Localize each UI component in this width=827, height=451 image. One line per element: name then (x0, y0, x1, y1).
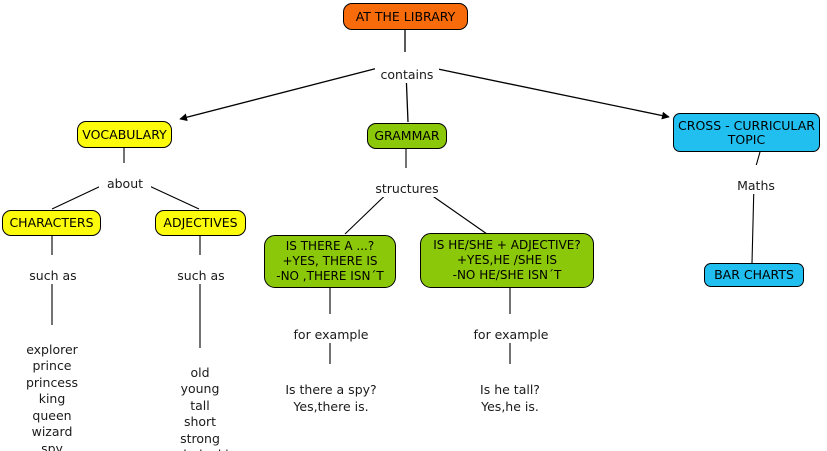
node-cross-curricular-topic-label: CROSS - CURRICULAR TOPIC (678, 117, 815, 147)
link-label-about-text: about (106, 176, 144, 192)
edge-contains-cross-curricular (432, 67, 670, 120)
node-characters[interactable]: CHARACTERS (2, 210, 101, 236)
link-label-for-example-right: for example (470, 314, 552, 343)
link-label-such-as-characters: such as (22, 255, 84, 284)
link-label-maths-text: Maths (737, 178, 775, 194)
example-there-is: Is there a spy? Yes,there is. (275, 366, 387, 415)
leaf-list-characters-text: explorer prince princess king queen wiza… (25, 341, 79, 451)
leaf-list-adjectives: old young tall short strong good - looki… (150, 348, 250, 451)
node-bar-charts[interactable]: BAR CHARTS (704, 263, 804, 287)
node-adjectives-label: ADJECTIVES (163, 215, 238, 230)
link-label-structures: structures (373, 168, 441, 197)
link-label-such-as-adjectives-text: such as (177, 268, 225, 284)
link-label-contains: contains (375, 54, 439, 83)
node-characters-label: CHARACTERS (9, 215, 94, 230)
node-vocabulary-label: VOCABULARY (82, 126, 167, 142)
node-structure-there-is[interactable]: IS THERE A ...? +YES, THERE IS -NO ,THER… (264, 235, 396, 288)
edge-contains-vocabulary (179, 67, 379, 122)
node-at-the-library[interactable]: AT THE LIBRARY (343, 3, 468, 30)
edge-cross-curricular-maths (755, 151, 761, 167)
node-bar-charts-label: BAR CHARTS (714, 267, 794, 282)
link-label-for-example-left: for example (290, 314, 372, 343)
example-there-is-text: Is there a spy? Yes,there is. (285, 382, 377, 414)
node-vocabulary[interactable]: VOCABULARY (77, 121, 172, 148)
node-structure-there-is-label: IS THERE A ...? +YES, THERE IS -NO ,THER… (276, 239, 384, 283)
node-structure-he-she-label: IS HE/SHE + ADJECTIVE? +YES,HE /SHE IS -… (433, 238, 581, 282)
node-adjectives[interactable]: ADJECTIVES (155, 210, 246, 236)
link-label-such-as-characters-text: such as (29, 268, 77, 284)
example-he-she: Is he tall? Yes,he is. (458, 366, 562, 415)
edge-maths-bar-charts (751, 182, 755, 264)
link-label-for-example-left-text: for example (293, 327, 369, 343)
link-label-such-as-adjectives: such as (170, 255, 232, 284)
node-structure-he-she[interactable]: IS HE/SHE + ADJECTIVE? +YES,HE /SHE IS -… (420, 233, 594, 288)
link-label-for-example-right-text: for example (473, 327, 549, 343)
node-at-the-library-label: AT THE LIBRARY (355, 8, 456, 24)
link-label-maths: Maths (728, 165, 784, 194)
node-grammar[interactable]: GRAMMAR (367, 123, 447, 149)
example-he-she-text: Is he tall? Yes,he is. (480, 382, 540, 414)
node-cross-curricular-topic[interactable]: CROSS - CURRICULAR TOPIC (673, 113, 820, 152)
link-label-about: about (99, 163, 151, 192)
link-label-contains-text: contains (380, 67, 434, 83)
leaf-list-adjectives-text: old young tall short strong good - looki… (156, 364, 245, 451)
node-grammar-label: GRAMMAR (374, 128, 440, 143)
leaf-list-characters: explorer prince princess king queen wiza… (2, 325, 102, 451)
link-label-structures-text: structures (375, 181, 439, 197)
